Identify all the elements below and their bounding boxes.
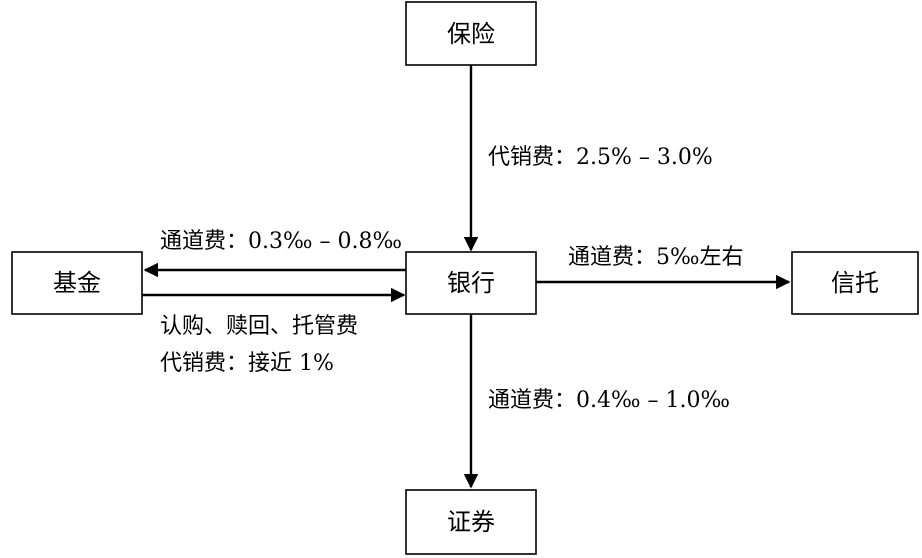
node-bank: 银行 [405,251,537,315]
node-securities-label: 证券 [447,508,495,536]
node-trust-label: 信托 [831,269,879,297]
node-insurance-label: 保险 [447,20,495,48]
edge-fund-to-bank-label-line1: 认购、赎回、托管费 [160,314,358,339]
node-fund: 基金 [11,251,143,315]
edge-bank-to-trust-label: 通道费：5‰左右 [568,245,744,270]
edge-bank-to-securities-label: 通道费：0.4‰ – 1.0‰ [488,388,730,413]
node-bank-label: 银行 [447,269,495,297]
node-fund-label: 基金 [53,269,101,297]
node-trust: 信托 [791,251,919,315]
edge-fund-to-bank-label-line2: 代销费：接近 1% [160,351,334,376]
node-securities: 证券 [405,489,537,555]
edge-bank-to-fund-label: 通道费：0.3‰ – 0.8‰ [160,229,402,254]
edge-insurance-to-bank-label: 代销费：2.5% – 3.0% [488,145,713,170]
node-insurance: 保险 [405,1,537,66]
